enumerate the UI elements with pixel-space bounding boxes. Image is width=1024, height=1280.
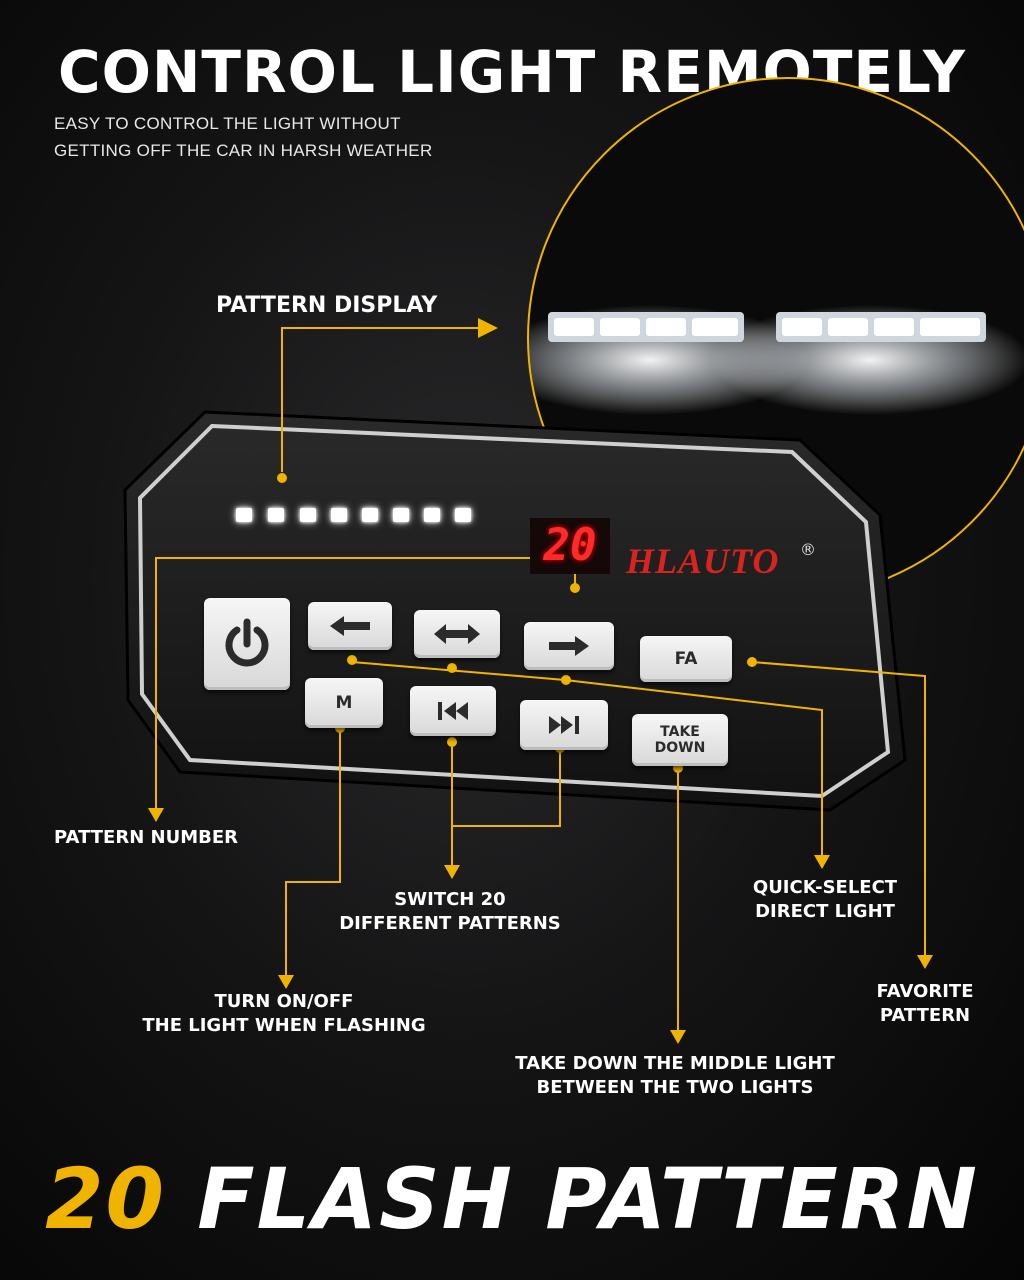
callout-turn-on-off-line-1: TURN ON/OFF bbox=[214, 991, 354, 1012]
footer-number: 20 bbox=[45, 1150, 166, 1248]
callout-switch-patterns: SWITCH 20 DIFFERENT PATTERNS bbox=[320, 888, 580, 936]
right-arrow-button[interactable] bbox=[524, 622, 614, 670]
pattern-led bbox=[236, 508, 252, 522]
callout-switch-patterns-line-1: SWITCH 20 bbox=[394, 889, 506, 910]
callout-favorite: FAVORITE PATTERN bbox=[850, 980, 1000, 1028]
callout-quick-select-line-2: DIRECT LIGHT bbox=[755, 901, 895, 922]
callout-turn-on-off: TURN ON/OFF THE LIGHT WHEN FLASHING bbox=[124, 990, 444, 1038]
favorite-button[interactable]: FA bbox=[640, 636, 732, 682]
power-icon bbox=[225, 618, 269, 667]
callout-switch-patterns-line-2: DIFFERENT PATTERNS bbox=[339, 913, 561, 934]
callout-take-down-line-2: BETWEEN THE TWO LIGHTS bbox=[536, 1077, 814, 1098]
callout-turn-on-off-line-2: THE LIGHT WHEN FLASHING bbox=[142, 1015, 426, 1036]
arrow-left-right-icon bbox=[434, 624, 480, 644]
power-button[interactable] bbox=[204, 598, 290, 690]
arrow-right-icon bbox=[549, 636, 589, 656]
pattern-led bbox=[268, 508, 284, 522]
registered-mark: ® bbox=[800, 540, 816, 559]
take-down-label-line-1: TAKE bbox=[660, 724, 700, 740]
take-down-label-line-2: DOWN bbox=[654, 740, 706, 756]
pattern-led bbox=[300, 508, 316, 522]
arrow-left-icon bbox=[330, 616, 370, 636]
mode-button[interactable]: M bbox=[305, 678, 383, 728]
pattern-led bbox=[362, 508, 378, 522]
take-down-button[interactable]: TAKE DOWN bbox=[632, 714, 728, 766]
callout-take-down-line-1: TAKE DOWN THE MIDDLE LIGHT bbox=[515, 1053, 835, 1074]
left-arrow-button[interactable] bbox=[308, 602, 392, 650]
callout-pattern-display: PATTERN DISPLAY bbox=[216, 293, 438, 318]
mode-button-label: M bbox=[335, 693, 353, 713]
skip-forward-icon bbox=[549, 716, 579, 734]
pattern-led bbox=[331, 508, 347, 522]
favorite-button-label: FA bbox=[674, 649, 698, 669]
pattern-led bbox=[393, 508, 409, 522]
footer-text: FLASH PATTERN bbox=[197, 1150, 979, 1248]
callout-quick-select-line-1: QUICK-SELECT bbox=[752, 877, 898, 898]
callout-favorite-line-2: PATTERN bbox=[879, 1005, 971, 1026]
pattern-led bbox=[455, 508, 471, 522]
previous-pattern-button[interactable] bbox=[410, 686, 496, 736]
skip-back-icon bbox=[438, 702, 468, 720]
subtitle-line-1: EASY TO CONTROL THE LIGHT WITHOUT bbox=[54, 114, 401, 133]
brand-logo: HLAUTO bbox=[626, 541, 780, 581]
pattern-number-display: 20 bbox=[530, 518, 610, 574]
callout-pattern-number: PATTERN NUMBER bbox=[54, 827, 238, 848]
headline: CONTROL LIGHT REMOTELY bbox=[58, 38, 966, 106]
callout-favorite-line-1: FAVORITE bbox=[876, 981, 974, 1002]
next-pattern-button[interactable] bbox=[520, 700, 608, 750]
pattern-led bbox=[424, 508, 440, 522]
callout-quick-select: QUICK-SELECT DIRECT LIGHT bbox=[730, 876, 920, 924]
callout-take-down: TAKE DOWN THE MIDDLE LIGHT BETWEEN THE T… bbox=[470, 1052, 880, 1100]
left-right-arrow-button[interactable] bbox=[414, 610, 500, 658]
footer-banner: 20 FLASH PATTERN bbox=[0, 1150, 1024, 1248]
subtitle-line-2: GETTING OFF THE CAR IN HARSH WEATHER bbox=[54, 141, 433, 160]
